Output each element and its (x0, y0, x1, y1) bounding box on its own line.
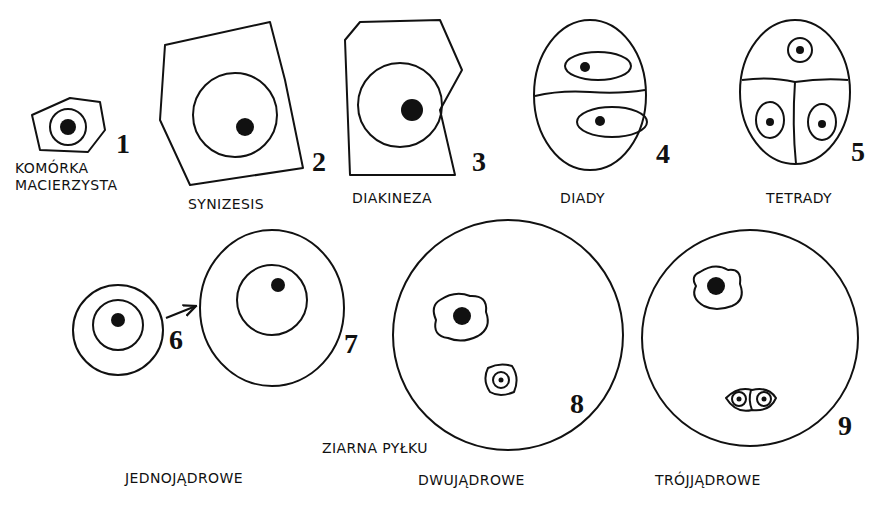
stage-label: KOMÓRKA MACIERZYSTA (15, 160, 140, 194)
callout-number: 3 (472, 148, 486, 176)
young-pollen-grain (73, 285, 163, 375)
uninucleate-pollen-grain (200, 230, 344, 386)
callout-number: 4 (656, 140, 670, 168)
stage-label: JEDNOJĄDROWE (125, 470, 243, 487)
stage-label: DIAKINEZA (352, 190, 432, 207)
stage-label: DIADY (560, 190, 605, 207)
tetrad-cells (740, 20, 850, 164)
dyad-cells (534, 20, 647, 170)
mother-cell (32, 98, 105, 152)
callout-number: 1 (116, 130, 130, 158)
growth-arrow (166, 306, 196, 318)
stage-label: DWUJĄDROWE (418, 472, 525, 489)
binucleate-pollen-grain (393, 220, 623, 450)
callout-number: 9 (838, 412, 852, 440)
stage-label: TETRADY (766, 190, 832, 207)
callout-number: 5 (851, 138, 865, 166)
synizesis-cell (160, 22, 303, 185)
stage-label: SYNIZESIS (188, 196, 264, 213)
callout-number: 2 (312, 148, 326, 176)
callout-number: 7 (344, 330, 358, 358)
diakinesis-cell (345, 20, 462, 175)
stage-label: ZIARNA PYŁKU (322, 440, 428, 457)
callout-number: 8 (570, 390, 584, 418)
stage-label: TRÓJJĄDROWE (655, 472, 761, 489)
trinucleate-pollen-grain (642, 230, 858, 446)
callout-number: 6 (169, 326, 183, 354)
